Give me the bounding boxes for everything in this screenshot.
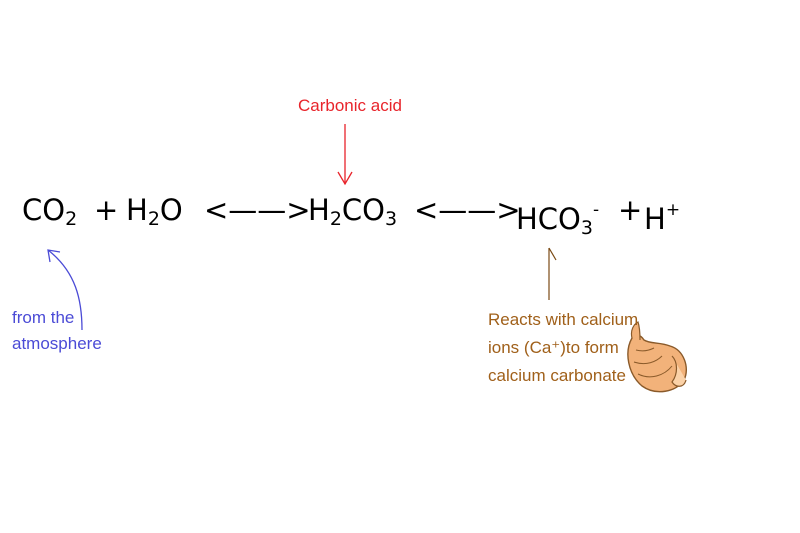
- reacts-line-1: Reacts with calcium: [488, 310, 639, 329]
- reacts-arrow: [548, 247, 557, 300]
- equilibrium-arrow-2: <——>: [414, 193, 521, 227]
- h2o-term: H2O: [126, 193, 183, 230]
- reacts-with-calcium-label: Reacts with calcium ions (Ca⁺)to form ca…: [488, 306, 638, 390]
- h-ion-term: H+: [644, 200, 681, 236]
- plus-sign: +: [94, 193, 119, 227]
- carbonic-acid-label: Carbonic acid: [298, 96, 402, 115]
- co2-term: CO2: [22, 193, 78, 230]
- reacts-line-3: calcium carbonate: [488, 366, 626, 385]
- carbonic-acid-arrow: [337, 124, 353, 186]
- from-atmosphere-line-2: atmosphere: [12, 334, 102, 353]
- reacts-line-2: ions (Ca⁺)to form: [488, 338, 619, 357]
- from-atmosphere-line-1: from the: [12, 308, 75, 327]
- from-atmosphere-label: from the atmosphere: [12, 305, 102, 357]
- h2co3-term: H2CO3: [308, 193, 398, 230]
- atmosphere-arrow: [47, 249, 83, 331]
- hco3-term: HCO3-: [516, 200, 600, 239]
- equilibrium-arrow-1: <——>: [204, 193, 311, 227]
- seashell-icon: [627, 321, 688, 393]
- plus-sign-2: +: [618, 193, 643, 227]
